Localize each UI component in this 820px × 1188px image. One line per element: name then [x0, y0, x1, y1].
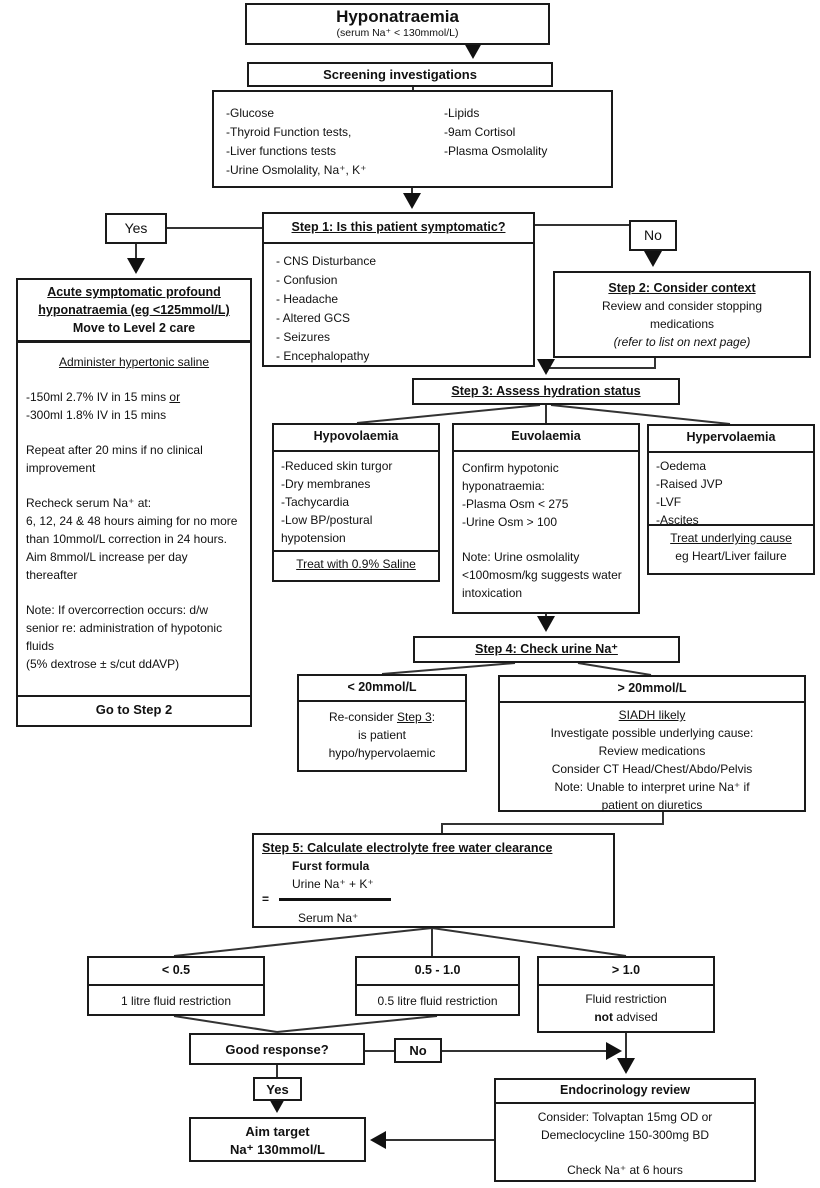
- acute-saline-heading: Administer hypertonic saline: [58, 355, 210, 369]
- investigations-col1: -Glucose -Thyroid Function tests, -Liver…: [226, 104, 366, 180]
- response-yes-box: Yes: [253, 1077, 302, 1101]
- urine-high-body: SIADH likely Investigate possible underl…: [500, 703, 804, 814]
- step3-box: Step 3: Assess hydration status: [412, 378, 680, 405]
- step2-heading: Step 2: Consider context: [608, 281, 756, 295]
- step4-box: Step 4: Check urine Na⁺: [413, 636, 680, 663]
- investigation-item: -Liver functions tests: [226, 144, 337, 158]
- symptom-item: - Confusion: [276, 273, 338, 287]
- sign-item: -LVF: [656, 495, 682, 509]
- siadh-label: SIADH likely: [618, 708, 686, 722]
- ratio-high-body: Fluid restriction not advised: [585, 992, 667, 1024]
- acute-note1: Note: If overcorrection occurs: d/w seni…: [26, 603, 223, 653]
- euvolaemia-heading: Euvolaemia: [454, 425, 638, 452]
- investigation-item: -Urine Osmolality, Na⁺, K⁺: [226, 163, 367, 177]
- sign-item: -Raised JVP: [656, 477, 723, 491]
- symptom-item: - Headache: [276, 292, 339, 306]
- acute-body: Administer hypertonic saline -150ml 2.7%…: [18, 343, 250, 673]
- step2-line2: (refer to list on next page): [613, 335, 751, 349]
- acute-dose1: -150ml 2.7% IV in 15 mins or: [26, 390, 181, 404]
- ratio-low-heading: < 0.5: [89, 958, 263, 986]
- euvolaemia-body: Confirm hypotonic hyponatraemia: -Plasma…: [454, 452, 638, 602]
- acute-note2: (5% dextrose ± s/cut ddAVP): [26, 657, 180, 671]
- hypervolaemia-signs: -Oedema -Raised JVP -LVF -Ascites: [649, 453, 813, 529]
- sign-item: -Ascites: [656, 513, 699, 527]
- step1-heading: Step 1: Is this patient symptomatic?: [264, 214, 533, 244]
- ratio-low-box: < 0.5 1 litre fluid restriction: [87, 956, 265, 1016]
- hypovolaemia-heading: Hypovolaemia: [274, 425, 438, 452]
- sign-item: -Low BP/postural hypotension: [281, 513, 373, 545]
- fraction-bar: [279, 897, 392, 901]
- step5-formula-name: Furst formula: [292, 859, 370, 873]
- ratio-mid-box: 0.5 - 1.0 0.5 litre fluid restriction: [355, 956, 520, 1016]
- step5-fraction-row: =: [262, 892, 613, 906]
- investigations-box: -Glucose -Thyroid Function tests, -Liver…: [212, 90, 613, 188]
- step5-heading: Step 5: Calculate electrolyte free water…: [262, 841, 553, 855]
- investigation-item: -Plasma Osmolality: [444, 144, 548, 158]
- step5-denominator: Serum Na⁺: [298, 911, 359, 925]
- ratio-high-box: > 1.0 Fluid restriction not advised: [537, 956, 715, 1033]
- sign-item: -Dry membranes: [281, 477, 371, 491]
- urine-na-low-box: < 20mmol/L Re-consider Step 3: is patien…: [297, 674, 467, 772]
- acute-recheck1: Recheck serum Na⁺ at:: [26, 496, 152, 510]
- symptom-item: - Altered GCS: [276, 311, 351, 325]
- investigation-item: -Lipids: [444, 106, 480, 120]
- response-no-box: No: [394, 1038, 442, 1063]
- hypovolaemia-signs: -Reduced skin turgor -Dry membranes -Tac…: [274, 452, 438, 547]
- symptom-item: - CNS Disturbance: [276, 254, 377, 268]
- euvolaemia-note: Note: Urine osmolality <100mosm/kg sugge…: [462, 550, 622, 600]
- endocrinology-review-box: Endocrinology review Consider: Tolvaptan…: [494, 1078, 756, 1182]
- hypervolaemia-footer: Treat underlying cause eg Heart/Liver fa…: [649, 524, 813, 573]
- step1-yes-box: Yes: [105, 213, 167, 244]
- ratio-mid-heading: 0.5 - 1.0: [357, 958, 518, 986]
- symptom-item: - Encephalopathy: [276, 349, 370, 363]
- sign-item: -Oedema: [656, 459, 707, 473]
- sign-item: -Reduced skin turgor: [281, 459, 393, 473]
- euvolaemia-box: Euvolaemia Confirm hypotonic hyponatraem…: [452, 423, 640, 614]
- acute-repeat: Repeat after 20 mins if no clinical impr…: [26, 443, 203, 475]
- investigation-item: -9am Cortisol: [444, 125, 516, 139]
- acute-recheck2: 6, 12, 24 & 48 hours aiming for no more …: [26, 514, 238, 582]
- no-label: No: [644, 227, 662, 243]
- screening-label: Screening investigations: [323, 67, 477, 82]
- step1-symptom-list: - CNS Disturbance - Confusion - Headache…: [264, 244, 533, 366]
- investigation-item: -Glucose: [226, 106, 275, 120]
- ratio-mid-body: 0.5 litre fluid restriction: [377, 994, 498, 1008]
- sign-item: -Tachycardia: [281, 495, 350, 509]
- endocrinology-body: Consider: Tolvaptan 15mg OD or Demeclocy…: [537, 1110, 713, 1177]
- step1-no-box: No: [629, 220, 677, 251]
- step5-numerator: Urine Na⁺ + K⁺: [292, 877, 374, 891]
- hypovolaemia-box: Hypovolaemia -Reduced skin turgor -Dry m…: [272, 423, 440, 582]
- acute-footer: Go to Step 2: [18, 695, 250, 725]
- good-response-box: Good response?: [189, 1033, 365, 1065]
- urine-low-body: Re-consider Step 3: is patient hypo/hype…: [328, 710, 436, 760]
- screening-header-box: Screening investigations: [247, 62, 553, 87]
- aim-target-box: Aim target Na⁺ 130mmol/L: [189, 1117, 366, 1162]
- ratio-low-body: 1 litre fluid restriction: [120, 994, 232, 1008]
- acute-heading: Acute symptomatic profound hyponatraemia…: [18, 280, 250, 343]
- hypervolaemia-box: Hypervolaemia -Oedema -Raised JVP -LVF -…: [647, 424, 815, 575]
- page-title: Hyponatraemia: [336, 7, 459, 26]
- investigation-item: -Thyroid Function tests,: [226, 125, 352, 139]
- urine-high-heading: > 20mmol/L: [500, 677, 804, 703]
- step2-box: Step 2: Consider context Review and cons…: [553, 271, 811, 358]
- symptom-item: - Seizures: [276, 330, 331, 344]
- hypovolaemia-footer: Treat with 0.9% Saline: [274, 550, 438, 580]
- step1-box: Step 1: Is this patient symptomatic? - C…: [262, 212, 535, 367]
- endocrinology-heading: Endocrinology review: [496, 1080, 754, 1104]
- title-box: Hyponatraemia (serum Na⁺ < 130mmol/L): [245, 3, 550, 45]
- hypervolaemia-heading: Hypervolaemia: [649, 426, 813, 453]
- acute-treatment-box: Acute symptomatic profound hyponatraemia…: [16, 278, 252, 727]
- yes-label: Yes: [124, 220, 148, 236]
- urine-na-high-box: > 20mmol/L SIADH likely Investigate poss…: [498, 675, 806, 812]
- ratio-high-heading: > 1.0: [539, 958, 713, 986]
- title-subtext: (serum Na⁺ < 130mmol/L): [336, 27, 459, 39]
- step2-line1: Review and consider stopping medications: [601, 299, 763, 331]
- investigations-col2: -Lipids -9am Cortisol -Plasma Osmolality: [444, 104, 547, 161]
- step5-box: Step 5: Calculate electrolyte free water…: [252, 833, 615, 928]
- acute-dose2: -300ml 1.8% IV in 15 mins: [26, 408, 167, 422]
- urine-low-heading: < 20mmol/L: [299, 676, 465, 702]
